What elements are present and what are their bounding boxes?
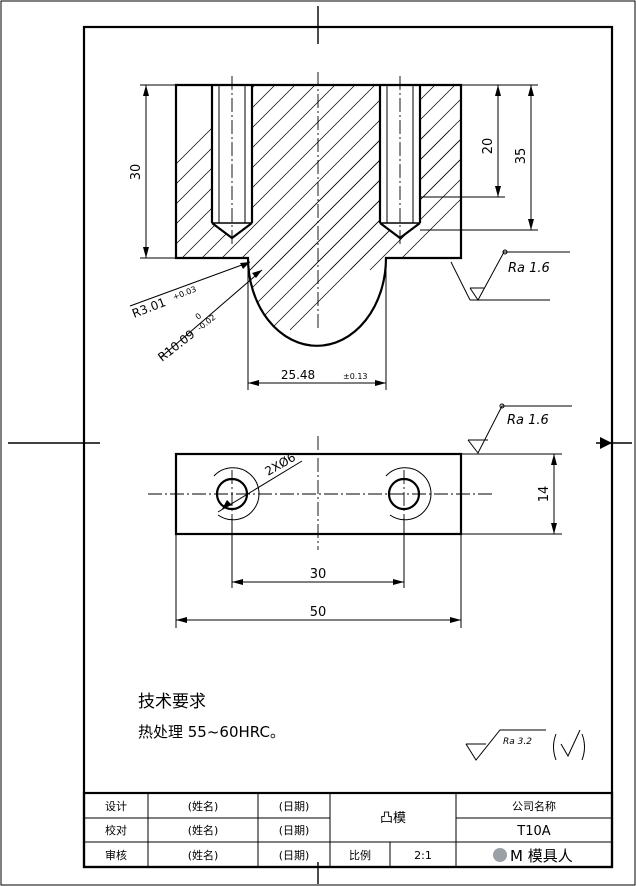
notes-line1: 热处理 55~60HRC。 <box>138 723 285 741</box>
tb-designer-label: 设计 <box>105 800 127 813</box>
tb-designer-name: (姓名) <box>188 799 219 813</box>
tb-checker-name: (姓名) <box>188 823 219 837</box>
front-section-view <box>174 72 463 347</box>
title-block <box>82 791 614 869</box>
roughness-ra-top: Ra 1.6 <box>507 413 549 428</box>
front-dimensions: 30 20 35 R3.01 +0.03 R10.09 -0.02 0 25.4… <box>129 84 538 390</box>
dim-slot-width-tol: ±0.13 <box>343 372 368 381</box>
part-outline-front <box>174 83 463 347</box>
roughness-symbol-side: Ra 1.6 <box>450 249 570 301</box>
roughness-general: Ra 3.2 <box>465 729 585 761</box>
roughness-ra-general: Ra 3.2 <box>503 737 532 747</box>
tb-checker-date: (日期) <box>279 824 310 837</box>
dim-overall-length: 50 <box>310 605 327 620</box>
tb-scale-label: 比例 <box>349 848 371 862</box>
watermark: M 模具人 <box>493 847 573 865</box>
centering-marks <box>8 6 632 884</box>
tb-part-name: 凸模 <box>380 811 406 826</box>
tb-checker-label: 校对 <box>105 823 127 837</box>
section-hatching <box>176 85 461 331</box>
dim-width-14: 14 <box>537 486 552 503</box>
dim-height-20: 20 <box>481 138 496 155</box>
tb-scale-value: 2:1 <box>414 849 432 862</box>
tb-approver-name: (姓名) <box>188 848 219 862</box>
roughness-symbol-top: Ra 1.6 <box>467 403 572 454</box>
dim-radius-large-tol-top: 0 <box>194 311 204 321</box>
top-view: 2XØ6 <box>148 436 492 550</box>
dim-height-35: 35 <box>514 148 529 165</box>
tb-approver-label: 审核 <box>105 848 127 862</box>
dim-hole-spacing: 30 <box>310 567 327 582</box>
tb-approver-date: (日期) <box>279 849 310 862</box>
roughness-ra-side: Ra 1.6 <box>508 261 550 276</box>
hole-right-top <box>385 467 432 521</box>
top-dimensions: 30 50 14 <box>175 453 562 628</box>
dim-slot-width: 25.48 <box>281 368 315 382</box>
tb-material: T10A <box>516 824 550 839</box>
tb-designer-date: (日期) <box>279 800 310 813</box>
dim-radius-small-tol: +0.03 <box>171 285 197 302</box>
tb-company: 公司名称 <box>512 799 556 813</box>
drawing-frame <box>82 25 614 869</box>
dim-height-30: 30 <box>129 164 144 181</box>
notes-title: 技术要求 <box>138 692 206 712</box>
dim-radius-large: R10.09 <box>155 327 197 364</box>
watermark-text: M 模具人 <box>510 847 573 865</box>
